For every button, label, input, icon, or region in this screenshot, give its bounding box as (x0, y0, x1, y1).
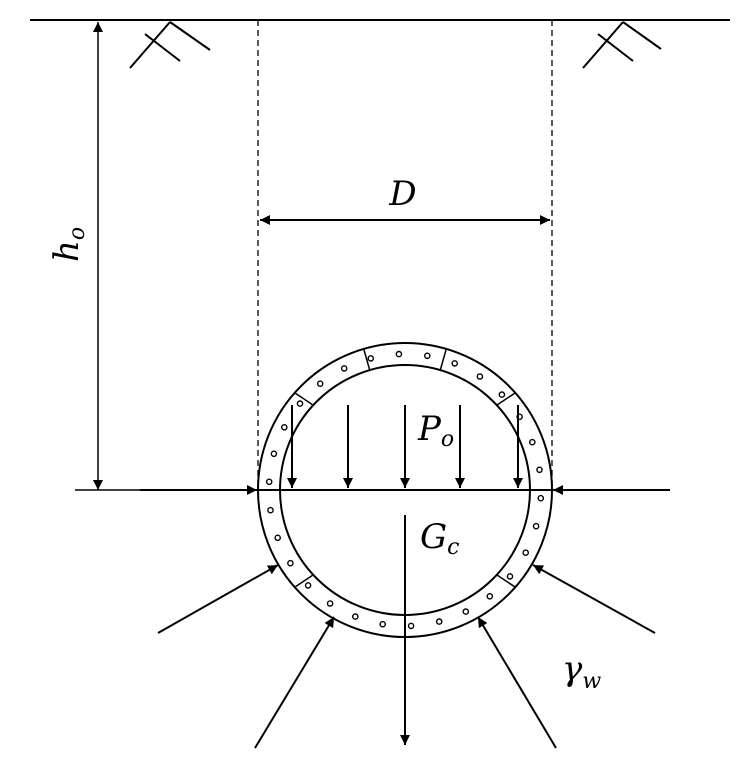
rebar-dot (462, 608, 470, 615)
rebar-dot (498, 391, 506, 398)
radial-pressure-arrow (532, 564, 656, 634)
rebar-dot (296, 400, 304, 407)
depth-dimension (75, 22, 140, 491)
rebar-dot (407, 622, 415, 630)
rebar-dot (340, 365, 348, 372)
rebar-dot (506, 573, 514, 580)
rebar-dot (270, 450, 278, 458)
segment-joints (294, 349, 516, 588)
rebar-dot (267, 506, 274, 514)
rebar-dot (529, 438, 536, 446)
rebar-dot (435, 618, 443, 625)
reinforcement-dots (265, 350, 545, 630)
water-unit-weight-label: γw (562, 649, 601, 694)
rebar-dot (326, 600, 334, 607)
rebar-dot (287, 559, 294, 567)
rebar-dot (304, 582, 312, 589)
radial-pressure-arrow (157, 564, 279, 634)
ground-symbol-left (129, 21, 211, 69)
radial-pressure-arrows (157, 564, 656, 749)
depth-label: ho (47, 227, 90, 262)
rebar-dot (536, 466, 543, 474)
vertical-pressure-arrows (287, 405, 523, 488)
rebar-dot (486, 593, 494, 600)
rebar-dot (379, 620, 387, 628)
rebar-dot (274, 534, 282, 542)
ground-symbol-right (582, 21, 662, 69)
rebar-dot (537, 494, 545, 502)
rebar-dot (423, 352, 431, 360)
diameter-label: D (388, 174, 416, 214)
pressure-label: Po (417, 409, 454, 452)
rebar-dot (367, 355, 375, 362)
self-weight-label: Gc (420, 517, 460, 560)
rebar-dot (532, 522, 540, 530)
rebar-dot (395, 350, 403, 358)
rebar-dot (522, 549, 530, 557)
rebar-dot (451, 360, 459, 367)
rebar-dot (476, 373, 484, 380)
radial-pressure-arrow (254, 616, 335, 749)
radial-pressure-arrow (477, 616, 557, 749)
rebar-dot (280, 423, 288, 431)
rebar-dot (265, 478, 273, 486)
rebar-dot (316, 380, 324, 388)
rebar-dot (351, 613, 359, 620)
